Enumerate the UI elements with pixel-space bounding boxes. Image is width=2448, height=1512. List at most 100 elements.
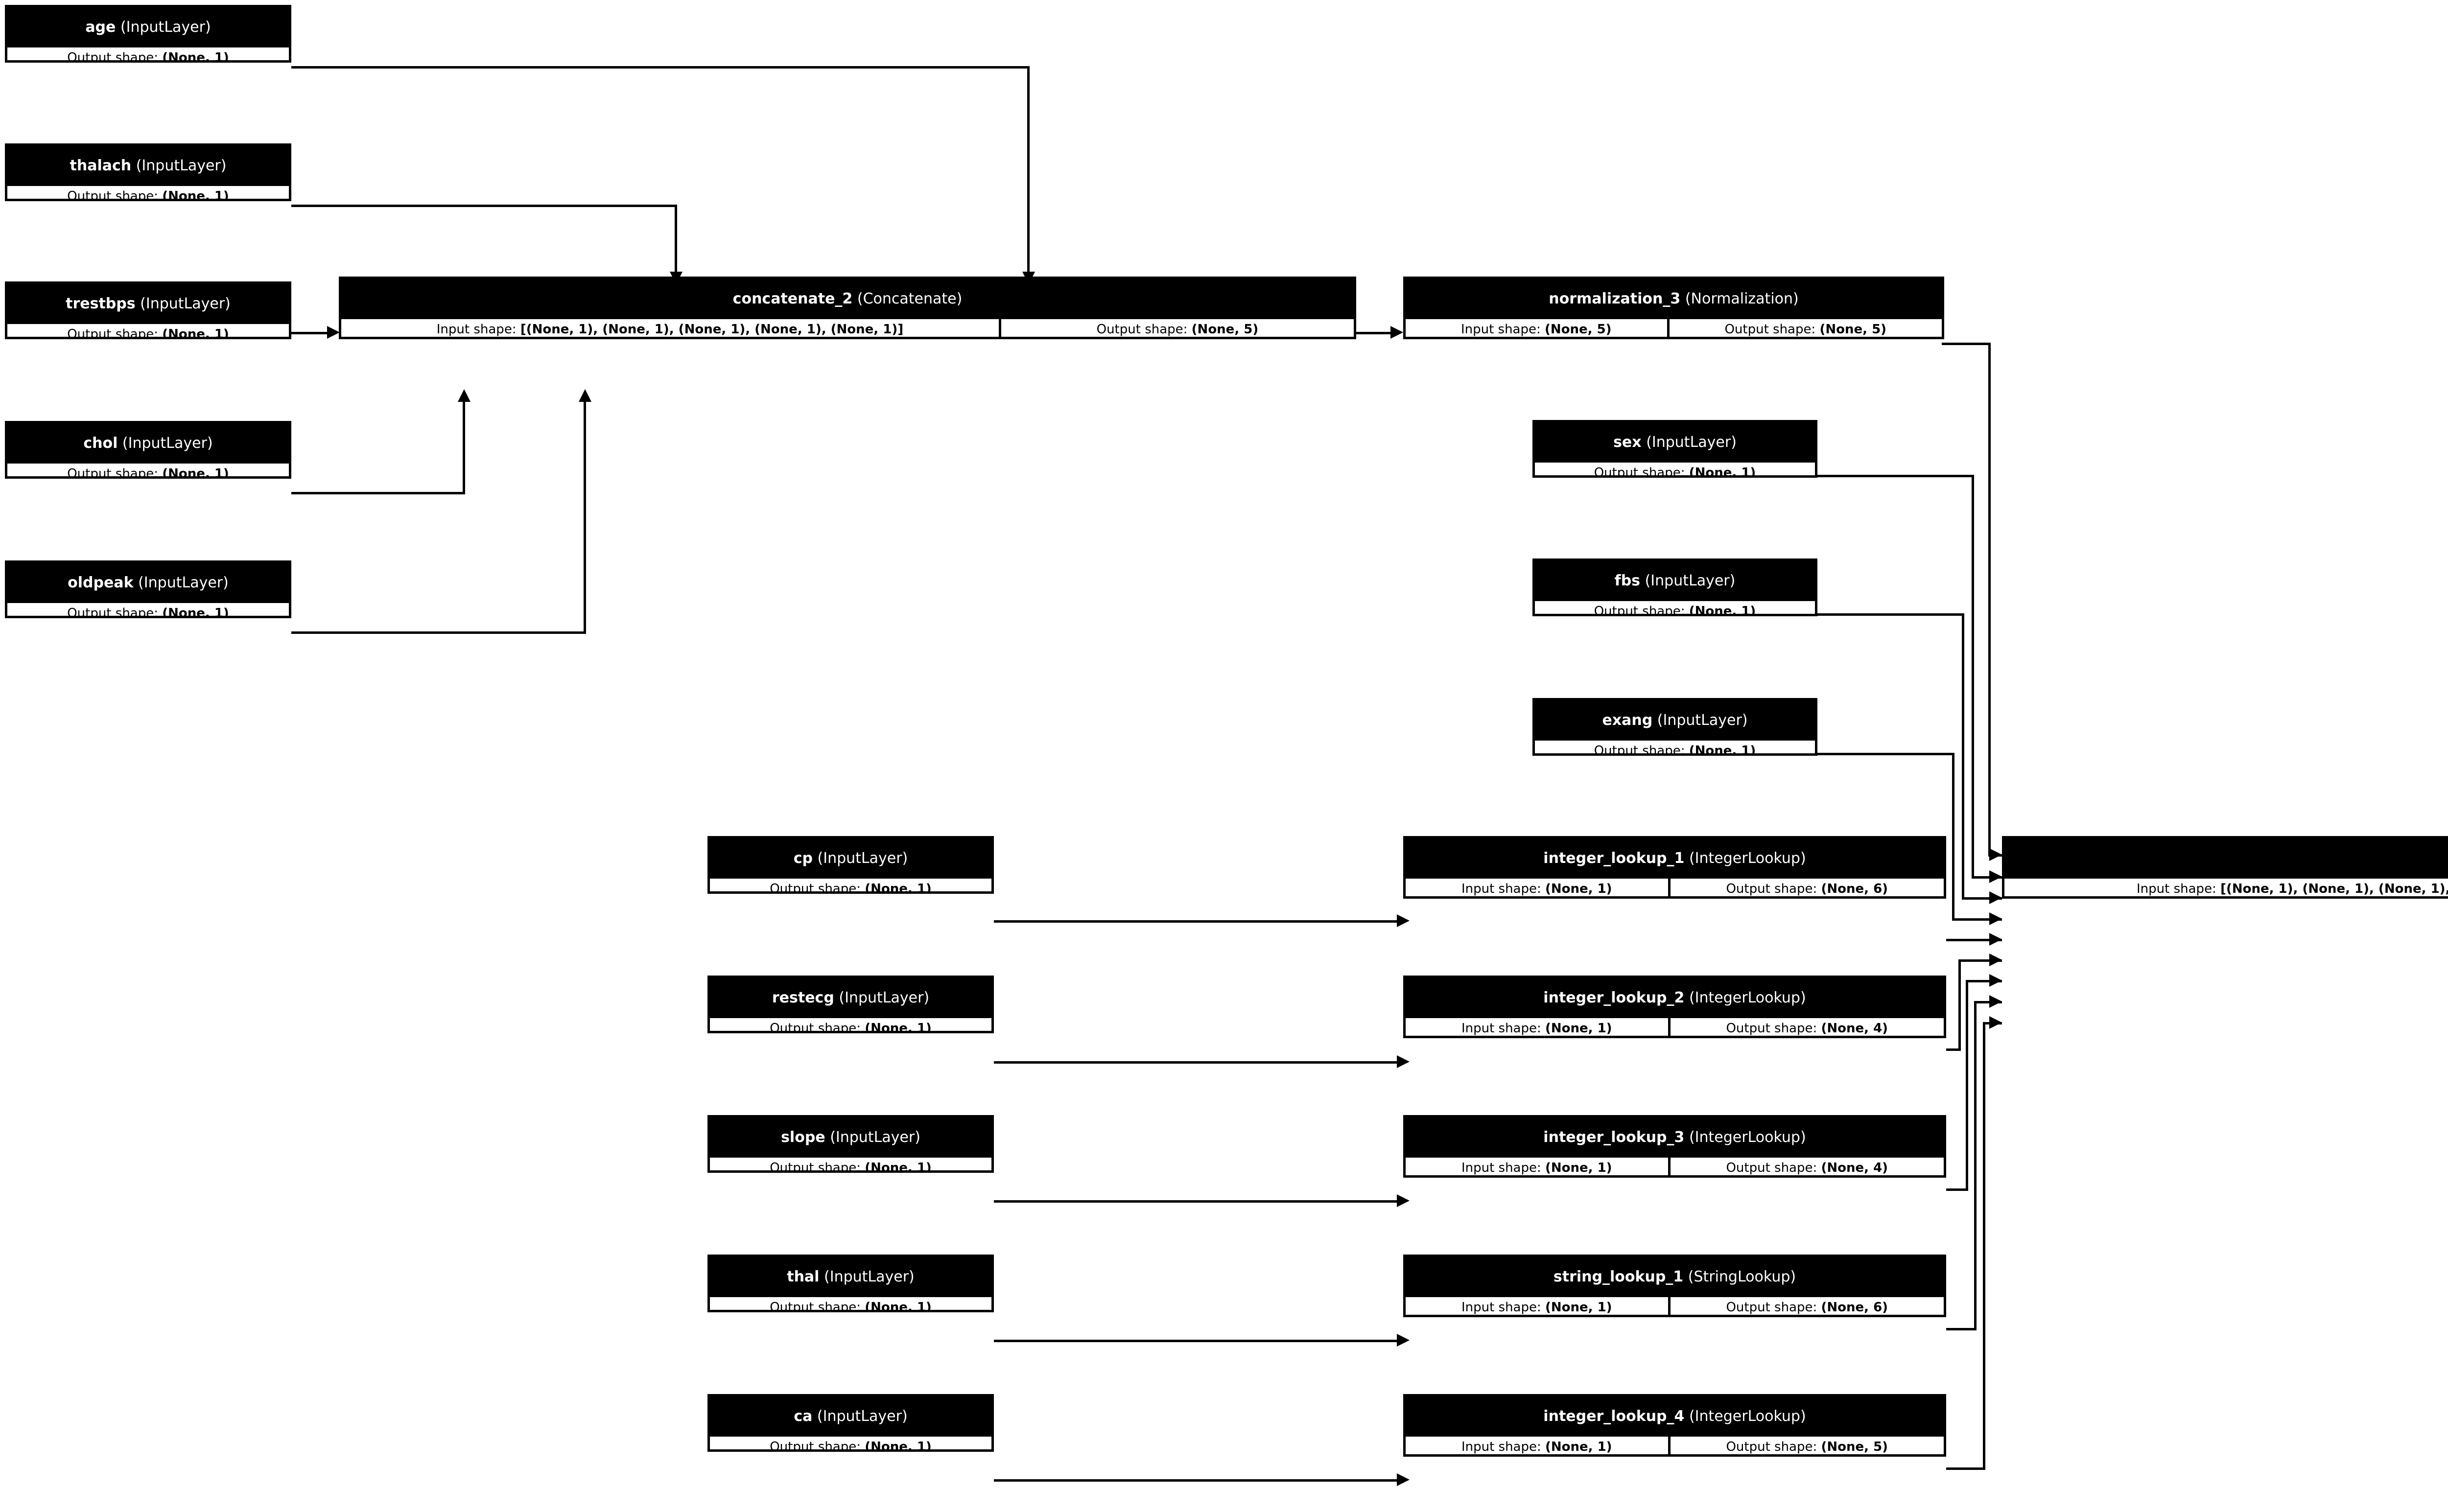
node-age-title: age (InputLayer) [7,7,289,47]
edge-sex-to-concatenate3-entry [1972,876,2002,879]
node-concatenate-3-title: concatenate_3 (Concatenate) [2004,838,2448,879]
edge-restecg-to-integerlookup2 [994,1061,1400,1064]
node-ca-output-shape-value: (None, 1) [865,1440,932,1452]
node-thalach[interactable]: thalach (InputLayer) Output shape: (None… [5,143,291,201]
node-slope-title: slope (InputLayer) [710,1117,991,1158]
node-fbs-type: (InputLayer) [1645,572,1736,589]
edge-normalization3-to-concatenate3-vertical [1988,343,1991,857]
node-integer-lookup-3-type: (IntegerLookup) [1689,1128,1806,1146]
node-sex-output-shape-cell: Output shape: (None, 1) [1535,463,1815,478]
node-concatenate-3[interactable]: concatenate_3 (Concatenate) Input shape:… [2002,836,2448,899]
edge-fbs-to-concatenate3-horizontal [1817,613,1964,616]
node-integer-lookup-3-input-shape-cell: Input shape: (None, 1) [1406,1158,1668,1175]
output-shape-label: Output shape: [770,1440,861,1452]
edge-integerlookup2-to-concatenate3-entry [1958,959,2002,962]
edge-trestbps-to-concatenate2-horizontal [291,332,330,334]
node-normalization-3-title: normalization_3 (Normalization) [1406,279,1942,319]
node-chol-output-shape-cell: Output shape: (None, 1) [7,464,289,476]
output-shape-label: Output shape: [1726,882,1817,896]
node-fbs-title: fbs (InputLayer) [1535,561,1815,601]
node-integer-lookup-1-input-shape-cell: Input shape: (None, 1) [1406,879,1668,896]
node-integer-lookup-1-name: integer_lookup_1 [1543,849,1685,867]
node-integer-lookup-4-name: integer_lookup_4 [1543,1407,1685,1425]
node-cp[interactable]: cp (InputLayer) Output shape: (None, 1) [707,836,994,894]
node-ca[interactable]: ca (InputLayer) Output shape: (None, 1) [707,1394,994,1452]
node-normalization-3-output-shape-value: (None, 5) [1819,322,1887,337]
node-fbs[interactable]: fbs (InputLayer) Output shape: (None, 1) [1532,558,1817,616]
node-integer-lookup-4-type: (IntegerLookup) [1689,1407,1806,1425]
edge-integerlookup3-to-concatenate3-vertical [1966,980,1968,1190]
edge-normalization3-arrowhead [1989,848,2002,861]
node-integer-lookup-4[interactable]: integer_lookup_4 (IntegerLookup) Input s… [1403,1394,1946,1457]
node-thal[interactable]: thal (InputLayer) Output shape: (None, 1… [707,1255,994,1312]
node-concatenate-2-type: (Concatenate) [857,290,963,307]
node-thal-name: thal [787,1268,820,1285]
node-age[interactable]: age (InputLayer) Output shape: (None, 1) [5,5,291,63]
node-exang-output-shape-value: (None, 1) [1689,744,1756,756]
node-integer-lookup-4-output-shape-cell: Output shape: (None, 5) [1670,1437,1944,1454]
node-slope[interactable]: slope (InputLayer) Output shape: (None, … [707,1115,994,1173]
edge-cp-arrowhead [1397,914,1410,927]
node-chol-name: chol [83,434,118,452]
node-normalization-3-input-shape-cell: Input shape: (None, 5) [1406,319,1667,337]
node-integer-lookup-2-type: (IntegerLookup) [1689,989,1806,1006]
input-shape-label: Input shape: [1461,1300,1541,1315]
node-string-lookup-1-body: Input shape: (None, 1) Output shape: (No… [1406,1297,1944,1315]
node-concatenate-2[interactable]: concatenate_2 (Concatenate) Input shape:… [339,277,1356,339]
node-integer-lookup-1-input-shape-value: (None, 1) [1545,882,1612,896]
edge-fbs-to-concatenate3-entry [1962,897,2002,900]
node-integer-lookup-3-input-shape-value: (None, 1) [1545,1161,1612,1175]
edge-exang-to-concatenate3-horizontal [1817,753,1954,755]
node-oldpeak-output-shape-value: (None, 1) [162,606,229,618]
edge-oldpeak-to-concatenate2-vertical [584,401,586,634]
node-integer-lookup-3-output-shape-value: (None, 4) [1821,1161,1888,1175]
node-integer-lookup-1[interactable]: integer_lookup_1 (IntegerLookup) Input s… [1403,836,1946,899]
node-oldpeak[interactable]: oldpeak (InputLayer) Output shape: (None… [5,560,291,618]
output-shape-label: Output shape: [770,1021,861,1033]
node-chol[interactable]: chol (InputLayer) Output shape: (None, 1… [5,421,291,479]
edge-integerlookup2-arrowhead [1989,954,2002,966]
node-integer-lookup-2-body: Input shape: (None, 1) Output shape: (No… [1406,1018,1944,1036]
node-thal-body: Output shape: (None, 1) [710,1297,991,1310]
node-sex-body: Output shape: (None, 1) [1535,463,1815,478]
node-integer-lookup-1-body: Input shape: (None, 1) Output shape: (No… [1406,879,1944,896]
output-shape-label: Output shape: [1726,1161,1817,1175]
node-cp-output-shape-value: (None, 1) [865,882,932,894]
node-restecg-body: Output shape: (None, 1) [710,1018,991,1033]
node-restecg[interactable]: restecg (InputLayer) Output shape: (None… [707,976,994,1033]
node-normalization-3[interactable]: normalization_3 (Normalization) Input sh… [1403,277,1944,339]
node-integer-lookup-1-type: (IntegerLookup) [1689,849,1806,867]
edge-fbs-arrowhead [1989,891,2002,904]
edge-slope-to-integerlookup3 [994,1200,1400,1203]
node-slope-name: slope [781,1128,825,1146]
node-exang[interactable]: exang (InputLayer) Output shape: (None, … [1532,698,1817,756]
node-concatenate-2-name: concatenate_2 [732,290,853,307]
node-ca-name: ca [794,1407,813,1425]
output-shape-label: Output shape: [67,50,158,63]
node-string-lookup-1[interactable]: string_lookup_1 (StringLookup) Input sha… [1403,1255,1946,1317]
node-concatenate-2-input-shape-cell: Input shape: [(None, 1), (None, 1), (Non… [341,319,999,337]
node-restecg-output-shape-cell: Output shape: (None, 1) [710,1018,991,1033]
node-sex-output-shape-value: (None, 1) [1689,465,1756,478]
node-oldpeak-body: Output shape: (None, 1) [7,603,289,618]
node-integer-lookup-3[interactable]: integer_lookup_3 (IntegerLookup) Input s… [1403,1115,1946,1178]
node-normalization-3-type: (Normalization) [1685,290,1799,307]
edge-stringlookup1-arrowhead [1989,995,2002,1008]
node-concatenate-2-output-shape-value: (None, 5) [1191,322,1259,337]
node-integer-lookup-1-output-shape-value: (None, 6) [1821,882,1888,896]
node-age-output-shape-value: (None, 1) [162,50,229,63]
edge-sex-to-concatenate3-vertical [1972,475,1974,879]
node-trestbps[interactable]: trestbps (InputLayer) Output shape: (Non… [5,281,291,339]
node-sex[interactable]: sex (InputLayer) Output shape: (None, 1) [1532,420,1817,478]
node-concatenate-3-input-shape-value: [(None, 1), (None, 1), (None, 1), (None,… [2220,882,2448,896]
node-sex-title: sex (InputLayer) [1535,422,1815,463]
node-restecg-name: restecg [772,989,834,1006]
edge-sex-to-concatenate3-horizontal [1817,475,1974,477]
node-integer-lookup-2[interactable]: integer_lookup_2 (IntegerLookup) Input s… [1403,976,1946,1038]
edge-restecg-arrowhead [1397,1055,1410,1068]
node-normalization-3-output-shape-cell: Output shape: (None, 5) [1669,319,1942,337]
node-thalach-title: thalach (InputLayer) [7,146,289,186]
edge-slope-arrowhead [1397,1194,1410,1207]
edge-stringlookup1-to-concatenate3-horizontal [1946,1328,1977,1330]
node-thal-output-shape-cell: Output shape: (None, 1) [710,1297,991,1310]
